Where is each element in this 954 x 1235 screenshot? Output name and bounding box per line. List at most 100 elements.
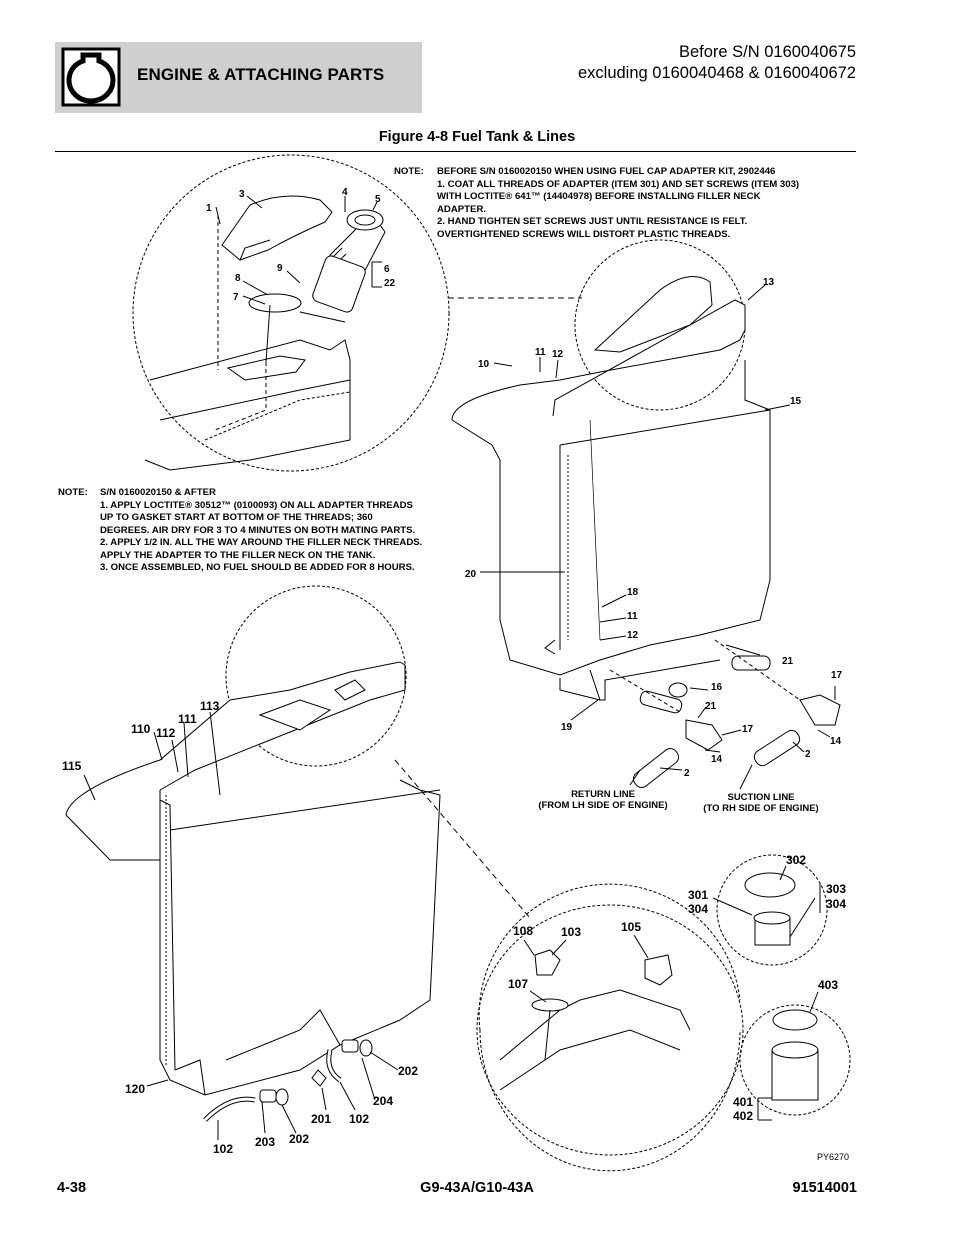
callout-202: 202 xyxy=(398,1064,418,1078)
callout-402: 402 xyxy=(733,1109,753,1123)
note-line: 1. APPLY LOCTITE® 30512™ (0100093) ON AL… xyxy=(100,499,413,511)
callout-302: 302 xyxy=(786,853,806,867)
return-line-sublabel: (FROM LH SIDE OF ENGINE) xyxy=(538,800,667,811)
model-number: G9-43A/G10-43A xyxy=(420,1180,534,1196)
note-line: OVERTIGHTENED SCREWS WILL DISTORT PLASTI… xyxy=(437,228,731,240)
note-line: UP TO GASKET START AT BOTTOM OF THE THRE… xyxy=(100,512,373,523)
callout-10: 10 xyxy=(478,359,490,370)
callout-11: 11 xyxy=(627,611,638,622)
callout-16: 16 xyxy=(711,682,723,693)
note-line: 3. ONCE ASSEMBLED, NO FUEL SHOULD BE ADD… xyxy=(100,562,415,573)
callout-203: 203 xyxy=(255,1135,275,1149)
note-line: DEGREES. AIR DRY FOR 3 TO 4 MINUTES ON B… xyxy=(100,524,416,536)
callout-3: 3 xyxy=(239,189,245,200)
serial-line-1: Before S/N 0160040675 xyxy=(678,43,856,61)
callout-110: 110 xyxy=(131,722,151,736)
callout-4: 4 xyxy=(342,187,348,198)
callout-2: 2 xyxy=(805,749,811,760)
callout-108: 108 xyxy=(513,924,533,938)
note-post-serial: NOTE: S/N 0160020150 & AFTER 1. APPLY LO… xyxy=(58,487,478,579)
callout-103: 103 xyxy=(561,925,581,939)
callout-102: 102 xyxy=(349,1112,369,1126)
engine-icon xyxy=(61,47,121,107)
callout-17: 17 xyxy=(831,670,843,681)
callout-12: 12 xyxy=(552,349,564,360)
section-header: ENGINE & ATTACHING PARTS xyxy=(55,42,422,113)
callout-111: 111 xyxy=(178,712,197,726)
note-label: NOTE: xyxy=(58,487,88,498)
callout-120: 120 xyxy=(125,1082,145,1096)
callout-401: 401 xyxy=(733,1095,753,1109)
callout-301: 301 xyxy=(688,888,708,902)
callout-20: 20 xyxy=(465,569,477,580)
note-line: 2. HAND TIGHTEN SET SCREWS JUST UNTIL RE… xyxy=(437,216,748,227)
fuel-pump-detail-circle xyxy=(476,904,744,1156)
return-line-label: RETURN LINE xyxy=(571,789,635,800)
callout-102: 102 xyxy=(213,1142,233,1156)
callout-112: 112 xyxy=(156,726,176,740)
callout-11: 11 xyxy=(535,347,546,358)
callout-18: 18 xyxy=(627,587,639,598)
callout-1: 1 xyxy=(206,203,212,214)
section-title: ENGINE & ATTACHING PARTS xyxy=(137,65,385,84)
note-line: WITH LOCTITE® 641™ (14404978) BEFORE INS… xyxy=(437,191,761,202)
callout-14: 14 xyxy=(711,754,723,765)
drawing-id: PY6270 xyxy=(817,1152,850,1162)
callout-303: 303 xyxy=(826,882,846,896)
callout-8: 8 xyxy=(235,273,241,284)
callout-201: 201 xyxy=(311,1112,331,1126)
callout-204: 204 xyxy=(373,1094,393,1108)
note-body: S/N 0160020150 & AFTER 1. APPLY LOCTITE®… xyxy=(100,487,422,575)
callout-304: 304 xyxy=(688,902,708,916)
callout-304: 304 xyxy=(826,897,846,911)
line-labels: RETURN LINE (FROM LH SIDE OF ENGINE) SUC… xyxy=(538,789,818,814)
callout-14: 14 xyxy=(830,736,842,747)
note-line: APPLY THE ADAPTER TO THE FILLER NECK ON … xyxy=(100,549,376,561)
serial-range: Before S/N 0160040675 excluding 01600404… xyxy=(578,42,856,84)
cap-adapter-detail-circle xyxy=(716,854,828,966)
callout-numbers: 1 3 4 5 8 9 7 6 22 13 10 11 12 15 20 18 … xyxy=(62,187,846,1156)
callout-7: 7 xyxy=(233,292,239,303)
note-pre-serial: NOTE: BEFORE S/N 0160020150 WHEN USING F… xyxy=(394,166,854,246)
note-line: ADAPTER. xyxy=(437,203,487,215)
callout-202: 202 xyxy=(289,1132,309,1146)
pump-detail xyxy=(499,872,819,1101)
callout-105: 105 xyxy=(621,920,641,934)
callout-403: 403 xyxy=(818,978,838,992)
figure-title: Figure 4-8 Fuel Tank & Lines xyxy=(378,129,576,145)
leader-lines xyxy=(83,195,836,1140)
callout-19: 19 xyxy=(561,722,573,733)
callout-13: 13 xyxy=(763,277,775,288)
document-number: 91514001 xyxy=(792,1180,857,1196)
note-line: 1. COAT ALL THREADS OF ADAPTER (ITEM 301… xyxy=(437,178,800,190)
suction-line-label: SUCTION LINE xyxy=(727,792,794,803)
callout-15: 15 xyxy=(790,396,802,407)
callout-113: 113 xyxy=(200,699,220,713)
callout-115: 115 xyxy=(62,759,82,773)
callout-5: 5 xyxy=(375,194,381,205)
page-number: 4-38 xyxy=(57,1180,87,1196)
right-tank-assembly xyxy=(451,276,771,701)
note-line: BEFORE S/N 0160020150 WHEN USING FUEL CA… xyxy=(437,166,776,177)
callout-12: 12 xyxy=(627,630,639,641)
tank-neck-detail-circle xyxy=(225,585,407,767)
cap-detail-circle xyxy=(739,1004,851,1116)
header-rule xyxy=(55,151,856,152)
note-label: NOTE: xyxy=(394,166,424,177)
callout-107: 107 xyxy=(508,977,528,991)
note-body: BEFORE S/N 0160020150 WHEN USING FUEL CA… xyxy=(437,166,799,241)
callout-2: 2 xyxy=(684,768,690,779)
callout-21: 21 xyxy=(782,656,794,667)
filler-neck-detail-circle xyxy=(132,154,450,472)
left-tank-assembly xyxy=(65,661,441,1096)
callout-6: 6 xyxy=(384,264,390,275)
suction-line-sublabel: (TO RH SIDE OF ENGINE) xyxy=(703,803,818,814)
callout-9: 9 xyxy=(277,263,283,274)
callout-22: 22 xyxy=(384,278,396,289)
filler-neck-detail xyxy=(144,195,386,471)
callout-17: 17 xyxy=(742,724,754,735)
note-line: S/N 0160020150 & AFTER xyxy=(100,487,216,498)
note-line: 2. APPLY 1/2 IN. ALL THE WAY AROUND THE … xyxy=(100,537,423,548)
drain-fittings xyxy=(203,1039,373,1122)
